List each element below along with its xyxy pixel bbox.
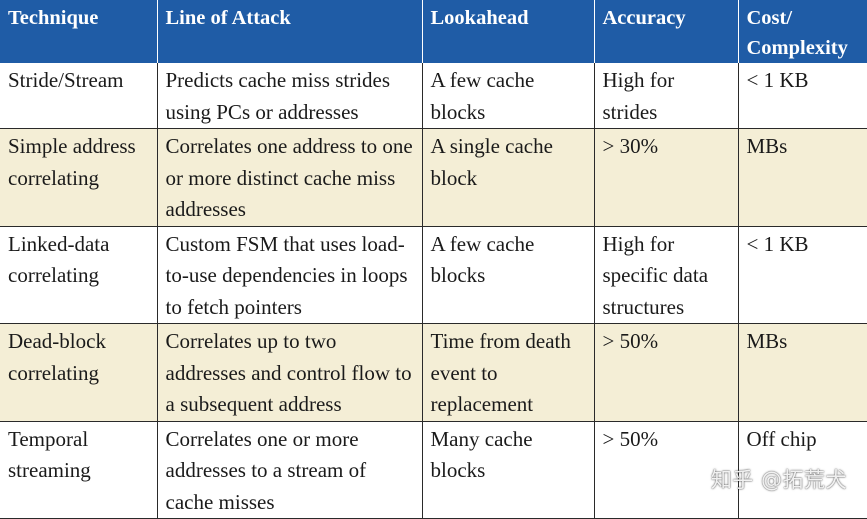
header-cost-complexity: Cost/ Complexity bbox=[737, 0, 867, 63]
header-line-of-attack: Line of Attack bbox=[156, 0, 422, 63]
cell-lookahead: Time from death event to replacement bbox=[421, 323, 594, 422]
zhihu-watermark: 知乎 @拓荒犬 bbox=[710, 468, 847, 492]
header-lookahead: Lookahead bbox=[421, 0, 594, 63]
cell-technique: Stride/Stream bbox=[0, 63, 157, 129]
table-row: Dead-block correlating Correlates up to … bbox=[0, 323, 867, 422]
cell-line-of-attack: Correlates one address to one or more di… bbox=[156, 128, 422, 227]
cell-cost: MBs bbox=[737, 128, 867, 227]
table-row: Stride/Stream Predicts cache miss stride… bbox=[0, 63, 867, 129]
cell-line-of-attack: Correlates one or more addresses to a st… bbox=[156, 421, 422, 519]
cell-accuracy: > 30% bbox=[593, 128, 738, 227]
cell-cost: MBs bbox=[737, 323, 867, 422]
table-header-row: Technique Line of Attack Lookahead Accur… bbox=[0, 0, 867, 63]
cell-cost: < 1 KB bbox=[737, 226, 867, 324]
cell-technique: Simple address correlating bbox=[0, 128, 157, 227]
table-row: Simple address correlating Correlates on… bbox=[0, 128, 867, 227]
header-accuracy: Accuracy bbox=[593, 0, 738, 63]
cell-technique: Temporal streaming bbox=[0, 421, 157, 519]
cell-line-of-attack: Correlates up to two addresses and contr… bbox=[156, 323, 422, 422]
table-row: Linked-data correlating Custom FSM that … bbox=[0, 226, 867, 324]
cell-lookahead: A single cache block bbox=[421, 128, 594, 227]
cell-accuracy: > 50% bbox=[593, 323, 738, 422]
cell-technique: Dead-block correlating bbox=[0, 323, 157, 422]
cell-technique: Linked-data correlating bbox=[0, 226, 157, 324]
cell-lookahead: A few cache blocks bbox=[421, 63, 594, 129]
cell-accuracy: High for strides bbox=[593, 63, 738, 129]
header-technique: Technique bbox=[8, 7, 99, 29]
cell-line-of-attack: Predicts cache miss strides using PCs or… bbox=[156, 63, 422, 129]
cell-lookahead: Many cache blocks bbox=[421, 421, 594, 519]
cell-cost: < 1 KB bbox=[737, 63, 867, 129]
cell-cost: Off chip bbox=[737, 421, 867, 519]
cell-lookahead: A few cache blocks bbox=[421, 226, 594, 324]
cell-accuracy: > 50% bbox=[593, 421, 738, 519]
cell-accuracy: High for specific data structures bbox=[593, 226, 738, 324]
cell-line-of-attack: Custom FSM that uses load-to-use depende… bbox=[156, 226, 422, 324]
